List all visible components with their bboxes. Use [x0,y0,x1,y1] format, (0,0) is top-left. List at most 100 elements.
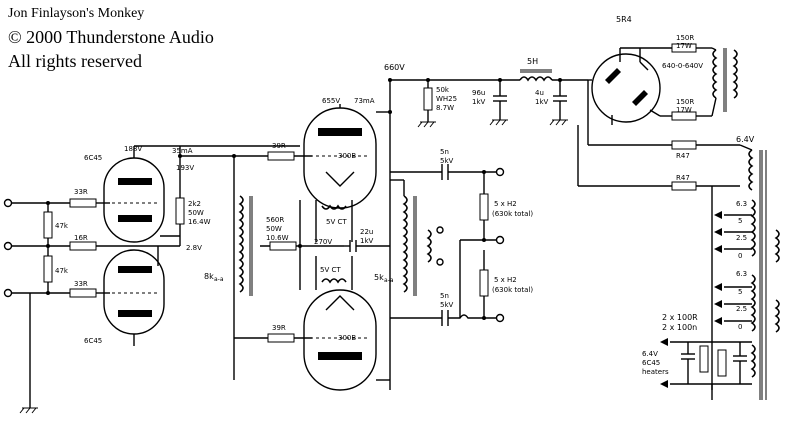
output-anode-links [376,110,392,381]
driver-tube-bot [103,246,165,346]
rectifier-tube-5r4 [588,53,661,125]
author-line: Jon Finlayson's Monkey [8,6,145,21]
fil-top-label: 5V CT [326,218,347,226]
tap-a-6-3: 6.3 [736,200,747,208]
humdinger-r-label: 2 x 100R [662,313,698,322]
r16-label: 16R [74,234,88,242]
heater-supply-voltage: 6.4V [642,350,658,358]
choke-8k-sub: a-a [214,276,224,283]
h2-top-label: 5 x H2 [494,200,517,208]
fil-bot-label: 5V CT [320,266,341,274]
v188-label: 188V [124,145,142,153]
r2k2-watts: 50W [188,209,204,217]
tap-a-2-5: 2.5 [736,234,747,242]
tap-a-0: 0 [738,252,742,260]
c22-voltage: 1kV [360,237,374,245]
r150-bot-watts: 17W [676,106,692,114]
humdinger-c-label: 2 x 100n [662,323,697,332]
tap-b-0: 0 [738,323,742,331]
cathode-network [260,200,390,290]
output-coupling-top [390,164,505,245]
r150-top-watts: 17W [676,42,692,50]
tap-b-2-5: 2.5 [736,305,747,313]
filter-choke-5h [519,69,553,82]
cap-4u-voltage: 1kV [535,98,549,106]
cap-96u-value: 96u [472,89,485,97]
filter-cap-4u [549,78,568,126]
r47-top-label: R47 [676,152,690,160]
filament-taps-a [714,211,752,253]
grid-stoppers [69,198,158,298]
output-transformer [390,179,444,296]
r560-watts: 50W [266,225,282,233]
xfmr-5k-sub: a-a [384,277,394,284]
tap-b-5: 5 [738,288,742,296]
c22-value: 22u [360,228,373,236]
output-coupling-bot [390,240,505,326]
v2-8-label: 2.8V [186,244,202,252]
v193-label: 193V [176,164,194,172]
r2k2-value: 2k2 [188,200,201,208]
ma73-label: 73mA [354,97,375,105]
interstage-choke-8k [238,195,253,296]
c5n-top-value: 5n [440,148,449,156]
r560-power: 10.6W [266,234,289,242]
driver-tube-top [103,145,180,243]
tube-300b-top-label: 300B [338,152,356,160]
filament-winding-bot [315,256,353,290]
input-divider [43,201,53,295]
heater-voltage: 6.4V [736,135,755,144]
tap-b-6-3: 6.3 [736,270,747,278]
r47k-top-label: 47k [55,222,69,230]
r39-top-label: 39R [272,142,286,150]
cap-96u-voltage: 1kV [472,98,486,106]
v655-label: 655V [322,97,340,105]
h2-bot-note: (630k total) [492,286,533,294]
c5n-bot-voltage: 5kV [440,301,454,309]
tap-a-5: 5 [738,217,742,225]
copyright-line: © 2000 Thunderstone Audio [8,27,214,47]
rectifier-label: 5R4 [616,15,632,24]
heater-transformer [577,80,780,400]
ma35-label: 35mA [172,147,193,155]
input-terminals [3,198,70,414]
choke-5h-label: 5H [527,57,538,66]
r33-top-label: 33R [74,188,88,196]
driver-anode-network [158,145,300,380]
cap-4u-value: 4u [535,89,544,97]
power-transformer [619,43,738,121]
c5n-bot-value: 5n [440,292,449,300]
bleeder-value: 50k [436,86,450,94]
tube-6c45-bot-label: 6C45 [84,337,102,345]
choke-8k-label: 8k [204,272,214,281]
rights-line: All rights reserved [8,51,142,71]
heater-supply-word: heaters [642,368,669,376]
tube-6c45-top-label: 6C45 [84,154,102,162]
r2k2-power: 16.4W [188,218,211,226]
r150-bot-value: 150R [676,98,694,106]
r33-bot-label: 33R [74,280,88,288]
b-plus-rail [388,78,588,390]
heater-humdinger [660,338,752,400]
r560-value: 560R [266,216,284,224]
r47-bot-label: R47 [676,174,690,182]
heater-supply-tube: 6C45 [642,359,660,367]
pt-secondary-label: 640-0-640V [662,62,703,70]
r39-bot-label: 39R [272,324,286,332]
c5n-top-voltage: 5kV [440,157,454,165]
filament-winding-top [315,200,353,242]
h2-top-note: (630k total) [492,210,533,218]
h2-bot-label: 5 x H2 [494,276,517,284]
grid-stopper-39r-bot [234,333,312,343]
tube-300b-bot-label: 300B [338,334,356,342]
output-tube-bot [303,289,377,391]
bleeder-type: WH25 [436,95,457,103]
r47k-bot-label: 47k [55,267,69,275]
r150-top-value: 150R [676,34,694,42]
b-plus-voltage: 660V [384,63,405,72]
xfmr-5k-label: 5k [374,273,384,282]
filament-taps-b [714,283,752,325]
bleeder-resistor [417,80,436,128]
bleeder-power: 8.7W [436,104,454,112]
